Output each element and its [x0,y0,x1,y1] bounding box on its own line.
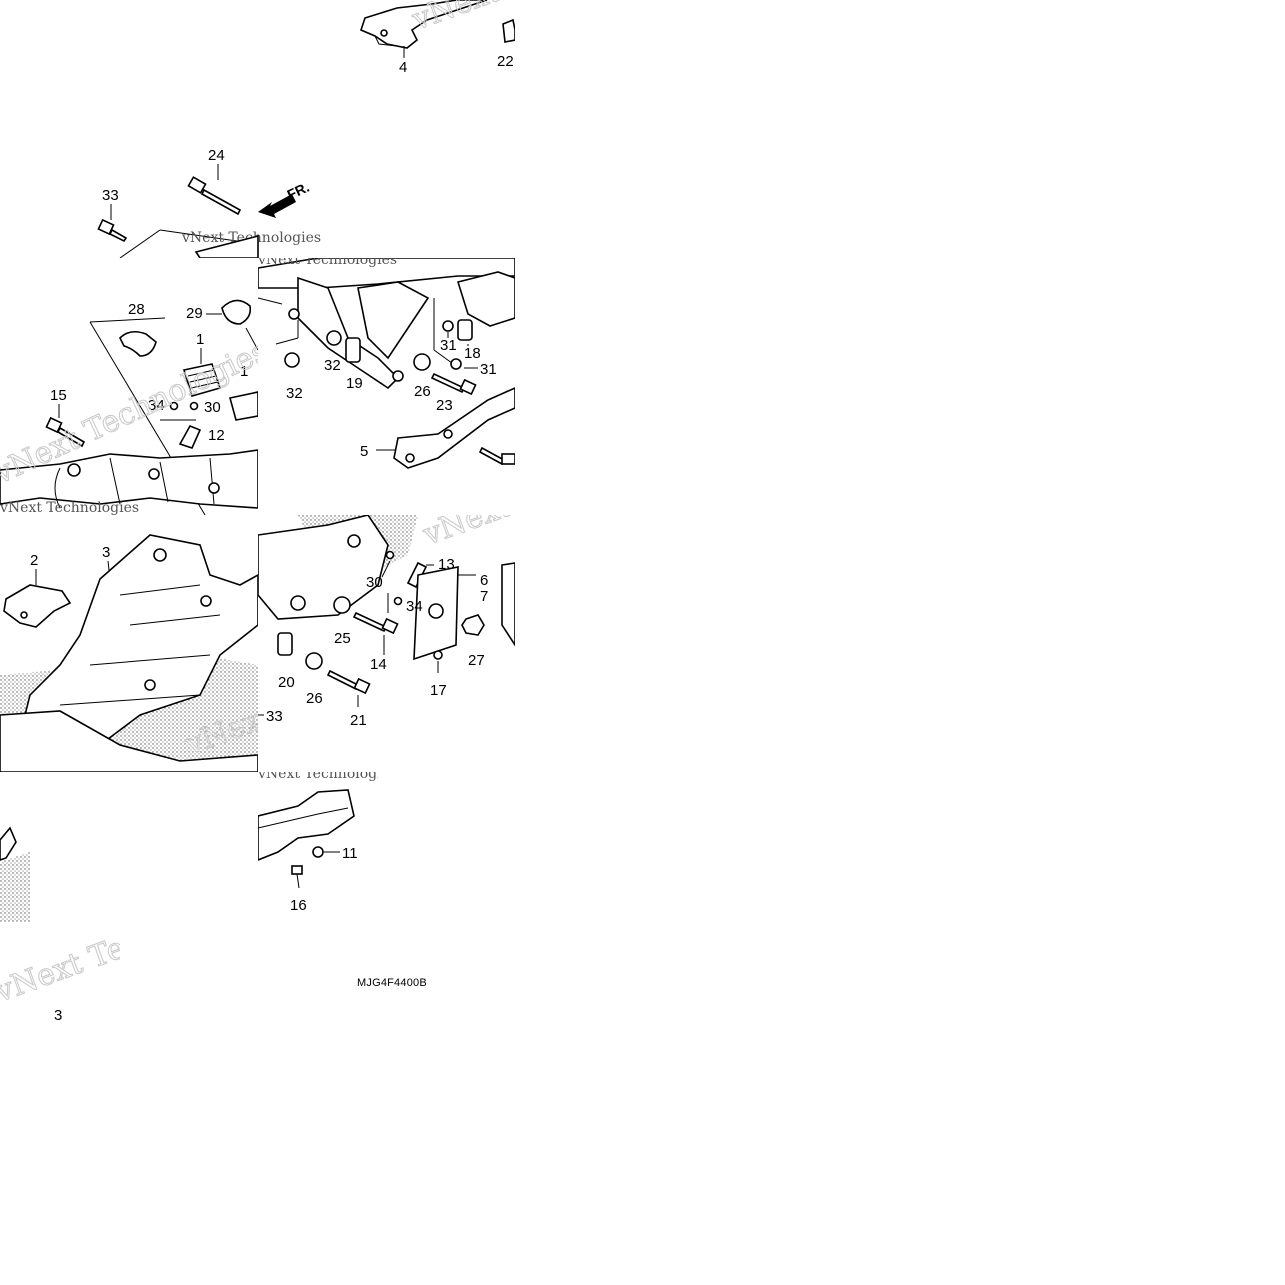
part-label: 24 [208,147,225,164]
clip-part-12 [178,424,202,449]
part-label: 4 [399,59,407,76]
nut-part-27 [461,614,485,636]
part-label: 31 [440,337,457,354]
bracket-part-2 [3,584,72,628]
part-label: 11 [342,845,358,862]
part-label: 31 [480,361,497,378]
part-label: 3 [102,544,110,561]
bracket-part-5 [393,387,515,469]
rubber-mount-part-20 [277,632,293,656]
collar-part-32b [284,352,300,368]
part-label: 33 [266,708,283,725]
bolt-part-21 [326,669,371,695]
cover-part-11 [258,789,355,861]
bolt-part-33 [97,218,128,243]
part-label: 25 [334,630,351,647]
part-label: 22 [497,53,514,70]
part-label: 1 [196,331,204,348]
part-label: 15 [50,387,67,404]
part-label: 21 [350,712,367,729]
part-label: 16 [290,897,307,914]
tile-bottom-right: 11 16 vNext Technologies [258,772,378,922]
clamp-part-28 [119,330,157,357]
part-label: 7 [480,588,488,605]
watermark: vNext Technologies [258,258,397,268]
watermark: vNext Technologies [258,772,378,782]
tile-top-strip: 4 22 vNext Technologies [257,0,515,100]
diagram-code: MJG4F4400B [357,977,427,989]
tile-lower-left: 2 3 vNext Technologies [0,515,258,772]
part-label: 14 [370,656,387,673]
bolt-part-14 [352,611,399,635]
part-label: 2 [30,552,38,569]
collar-part-32 [326,330,342,346]
clip-part-13 [406,561,428,589]
tile-mid-left: 28 29 1 1 15 [0,258,258,515]
part-label: 26 [306,690,323,707]
tile-bottom-left: vNext Technologies 3 [0,772,120,1030]
bracket-part-4 [360,0,488,49]
part-label: 28 [128,301,145,318]
screw-part-16 [291,865,303,889]
nut-part-22 [502,18,515,43]
tile-lower-right: 30 13 6 7 34 25 [258,515,515,772]
rubber-pad-part-1b [229,391,258,421]
part-label: 3 [54,1007,62,1024]
part-label: 26 [414,383,431,400]
part-label: 33 [102,187,119,204]
rubber-pad-part-1 [182,363,222,397]
rubber-mount-part-19 [345,337,361,363]
nut-part-25 [333,596,351,614]
part-label: 18 [464,345,481,362]
bolt-part-24 [187,176,242,216]
part-label: 34 [406,598,423,615]
collar-part-26 [413,353,431,371]
part-label: 29 [186,305,203,322]
part-label: 30 [204,399,221,416]
main-frame [0,449,258,509]
part-label: 34 [148,397,165,414]
tile-mid-right: 31 18 31 32 19 26 [258,258,515,515]
sub-frame-part-3 [19,534,258,756]
part-label: 32 [324,357,341,374]
tile-upper-left: 24 33 FR. vNext Technologies [0,140,330,258]
band-part-29 [221,299,252,325]
bolt-part-23 [430,372,477,396]
front-arrow: FR. [258,179,312,218]
collar-part-26 [305,652,323,670]
watermark: vNext Technologies [0,500,139,515]
rubber-mount-part-18 [457,319,473,341]
upper-frame-rail [258,258,515,390]
part-label: 19 [346,375,363,392]
part-label: 17 [430,682,447,699]
part-label: 5 [360,443,368,460]
pivot-bracket [258,515,389,620]
part-label: 12 [208,427,225,444]
part-label: 6 [480,572,488,589]
watermark: vNext Technologies [407,0,515,38]
direction-label: FR. [285,179,312,203]
part-label: 30 [366,574,383,591]
bolt-part-15 [45,416,86,448]
part-label: 1 [240,363,248,380]
part-label: 20 [278,674,295,691]
part-label: 23 [436,397,453,414]
watermark: vNext Technologies [418,515,515,553]
plate-part-6 [413,566,459,661]
part-label: 27 [468,652,485,669]
part-label: 32 [286,385,303,402]
